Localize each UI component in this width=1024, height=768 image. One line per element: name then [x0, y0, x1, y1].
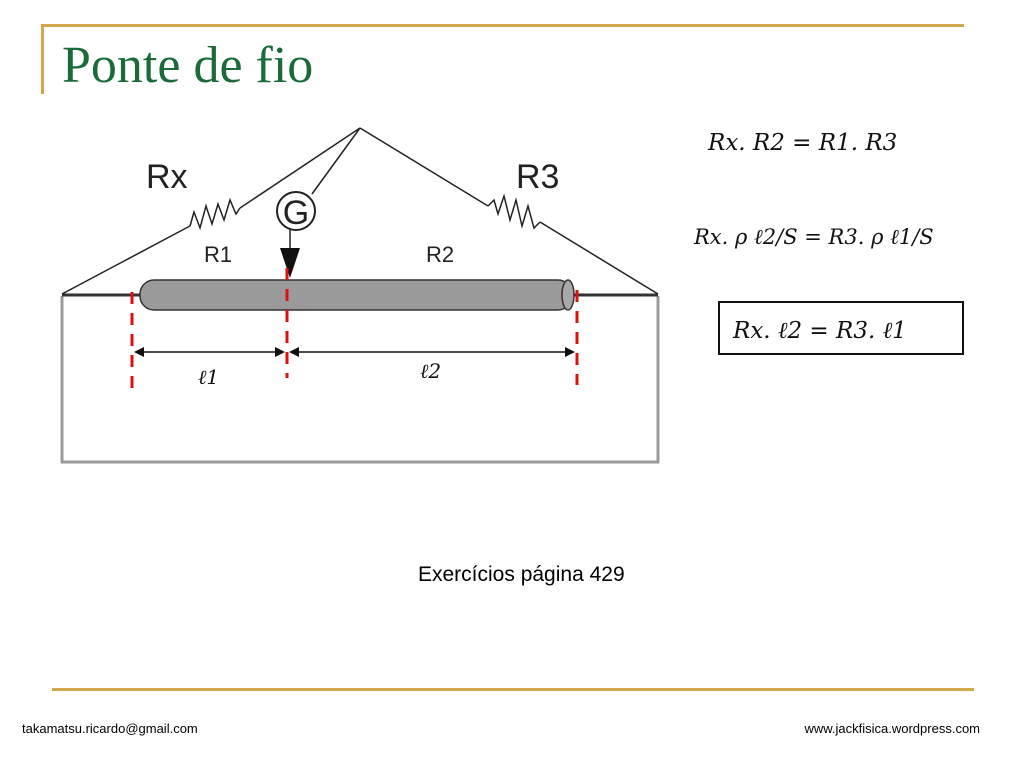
- right-top-wire: [359, 127, 489, 207]
- rx-resistor: [189, 197, 241, 231]
- l2-arrow-left-head: [289, 347, 299, 357]
- equation-balance: Rx. R2 = R1. R3: [707, 130, 897, 156]
- footer-email: takamatsu.ricardo@gmail.com: [22, 721, 198, 736]
- r3-label: R3: [516, 158, 559, 196]
- l1-label: ℓ1: [198, 365, 219, 389]
- top-frame-rule: [41, 24, 964, 27]
- r3-resistor: [487, 193, 541, 230]
- l1-arrow-left-head: [134, 347, 144, 357]
- galvanometer-wire: [311, 127, 361, 195]
- left-branch-wire: [61, 225, 191, 295]
- exercise-caption: Exercícios página 429: [418, 563, 625, 586]
- bottom-rule: [52, 688, 974, 691]
- left-frame-rule: [41, 24, 44, 94]
- r1-label: R1: [204, 242, 232, 267]
- l2-arrow-right-head: [565, 347, 575, 357]
- left-top-wire: [239, 127, 361, 209]
- equation-result: Rx. ℓ2 = R3. ℓ1: [732, 318, 907, 344]
- footer-website: www.jackfisica.wordpress.com: [804, 721, 980, 736]
- equation-resistivity: Rx. ρ ℓ2/S = R3. ρ ℓ1/S: [693, 225, 934, 249]
- probe-arrow-icon: [280, 248, 300, 278]
- galvanometer-icon: [276, 191, 316, 231]
- l2-label: ℓ2: [420, 359, 441, 383]
- l1-arrow-right-head: [275, 347, 285, 357]
- right-branch-wire: [539, 221, 659, 295]
- rx-label: Rx: [146, 158, 188, 196]
- slide-title: Ponte de fio: [62, 37, 314, 94]
- galvanometer-label: G: [283, 194, 309, 232]
- r2-label: R2: [426, 242, 454, 267]
- resistive-wire-bar: [139, 279, 573, 311]
- result-box: [718, 301, 964, 355]
- wire-bar-end: [561, 279, 575, 311]
- circuit-loop: [60, 296, 660, 464]
